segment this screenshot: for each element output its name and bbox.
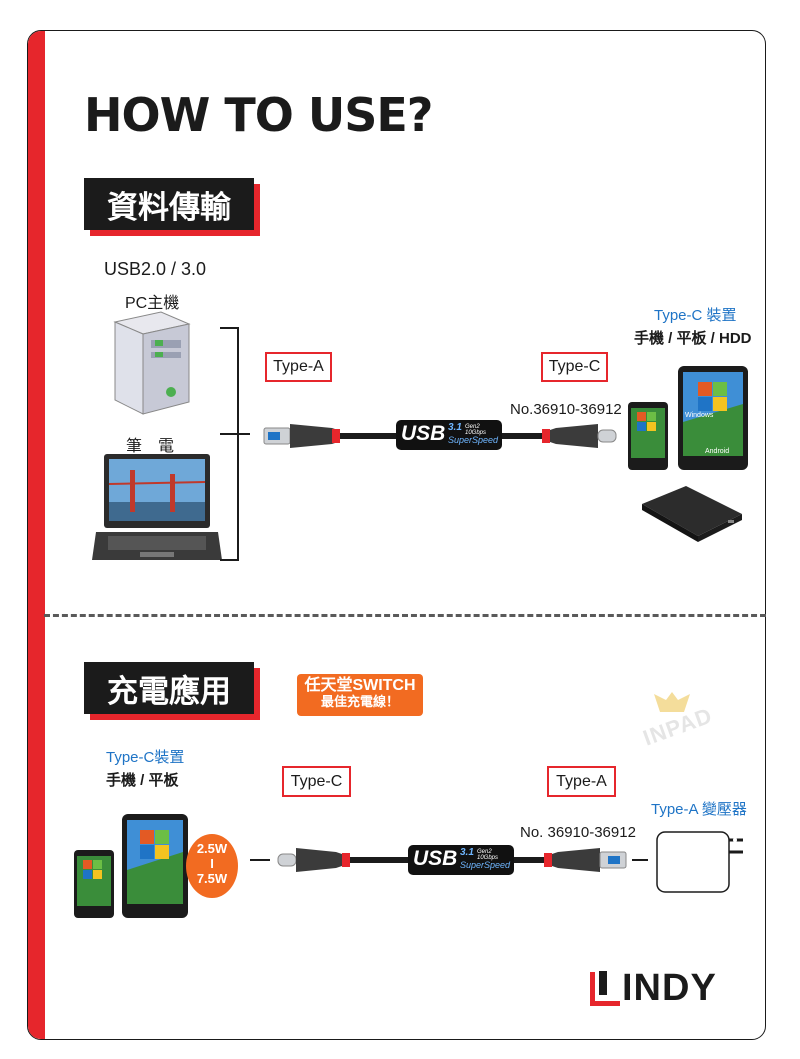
charge-usb-speed-text: SuperSpeed	[460, 860, 511, 870]
lindy-wordmark: INDY	[622, 967, 717, 1009]
typec-devices-title: Type-C 裝置	[654, 307, 737, 324]
switch-badge-line1: 任天堂SWITCH	[304, 677, 416, 694]
tablet-android-text: Android	[705, 448, 730, 455]
charge-type-a-label: Type-A	[547, 766, 616, 797]
charge-usb-gen-text: Gen2 10Gbps	[477, 849, 499, 861]
switch-badge: 任天堂SWITCH 最佳充電線！	[297, 674, 423, 716]
phone-tablet-icon	[628, 366, 748, 470]
power-separator: I	[210, 855, 214, 871]
adapter-label: Type-A 變壓器	[651, 801, 747, 818]
charge-usb31-logo: USB 3.1 Gen2 10Gbps SuperSpeed	[408, 845, 514, 875]
charge-usb-version: 3.1	[460, 847, 474, 858]
lindy-l-mark	[590, 970, 620, 1006]
inpad-watermark: INPAD	[640, 690, 724, 751]
power-adapter-icon	[656, 831, 743, 893]
charge-phone-tablet-icon	[74, 814, 188, 918]
charge-devices-title: Type-C裝置	[106, 749, 185, 766]
power-range-badge: 2.5W I 7.5W	[186, 834, 238, 898]
usb31-logo: USB 3.1 Gen2 10Gbps SuperSpeed	[396, 420, 502, 450]
data-transfer-badge: 資料傳輸	[84, 178, 254, 230]
laptop-label: 筆 電	[126, 438, 175, 455]
red-side-bar	[28, 31, 45, 1039]
usb-logo-text: USB	[401, 422, 446, 445]
external-hdd-icon	[642, 486, 742, 542]
charge-usb-logo-text: USB	[413, 847, 458, 870]
source-standard-label: USB2.0 / 3.0	[104, 259, 207, 279]
usb-version: 3.1	[448, 422, 462, 433]
page-title: HOW TO USE?	[84, 88, 433, 142]
typec-devices-subtitle: 手機 / 平板 / HDD	[634, 330, 752, 347]
lindy-logo: INDY	[590, 967, 717, 1010]
switch-badge-line2: 最佳充電線！	[320, 694, 399, 710]
model-number: No.36910-36912	[510, 401, 622, 418]
power-max: 7.5W	[196, 870, 228, 886]
power-min: 2.5W	[196, 841, 228, 856]
source-bracket	[220, 327, 250, 561]
laptop-icon	[92, 454, 222, 560]
type-c-label: Type-C	[541, 352, 608, 382]
pc-tower-icon	[113, 311, 191, 415]
charging-badge: 充電應用	[84, 662, 254, 714]
inpad-emblem-icon	[654, 692, 690, 712]
tablet-os-text: Windows	[685, 412, 714, 419]
usb-gen-text: Gen2 10Gbps	[465, 424, 487, 436]
charge-model-number: No. 36910-36912	[520, 824, 636, 841]
usb-speed-text: SuperSpeed	[448, 435, 499, 445]
pc-label: PC主機	[125, 295, 180, 312]
charge-type-c-label: Type-C	[282, 766, 351, 797]
section-divider	[44, 614, 766, 617]
charge-devices-subtitle: 手機 / 平板	[106, 772, 179, 789]
type-a-label: Type-A	[265, 352, 332, 382]
